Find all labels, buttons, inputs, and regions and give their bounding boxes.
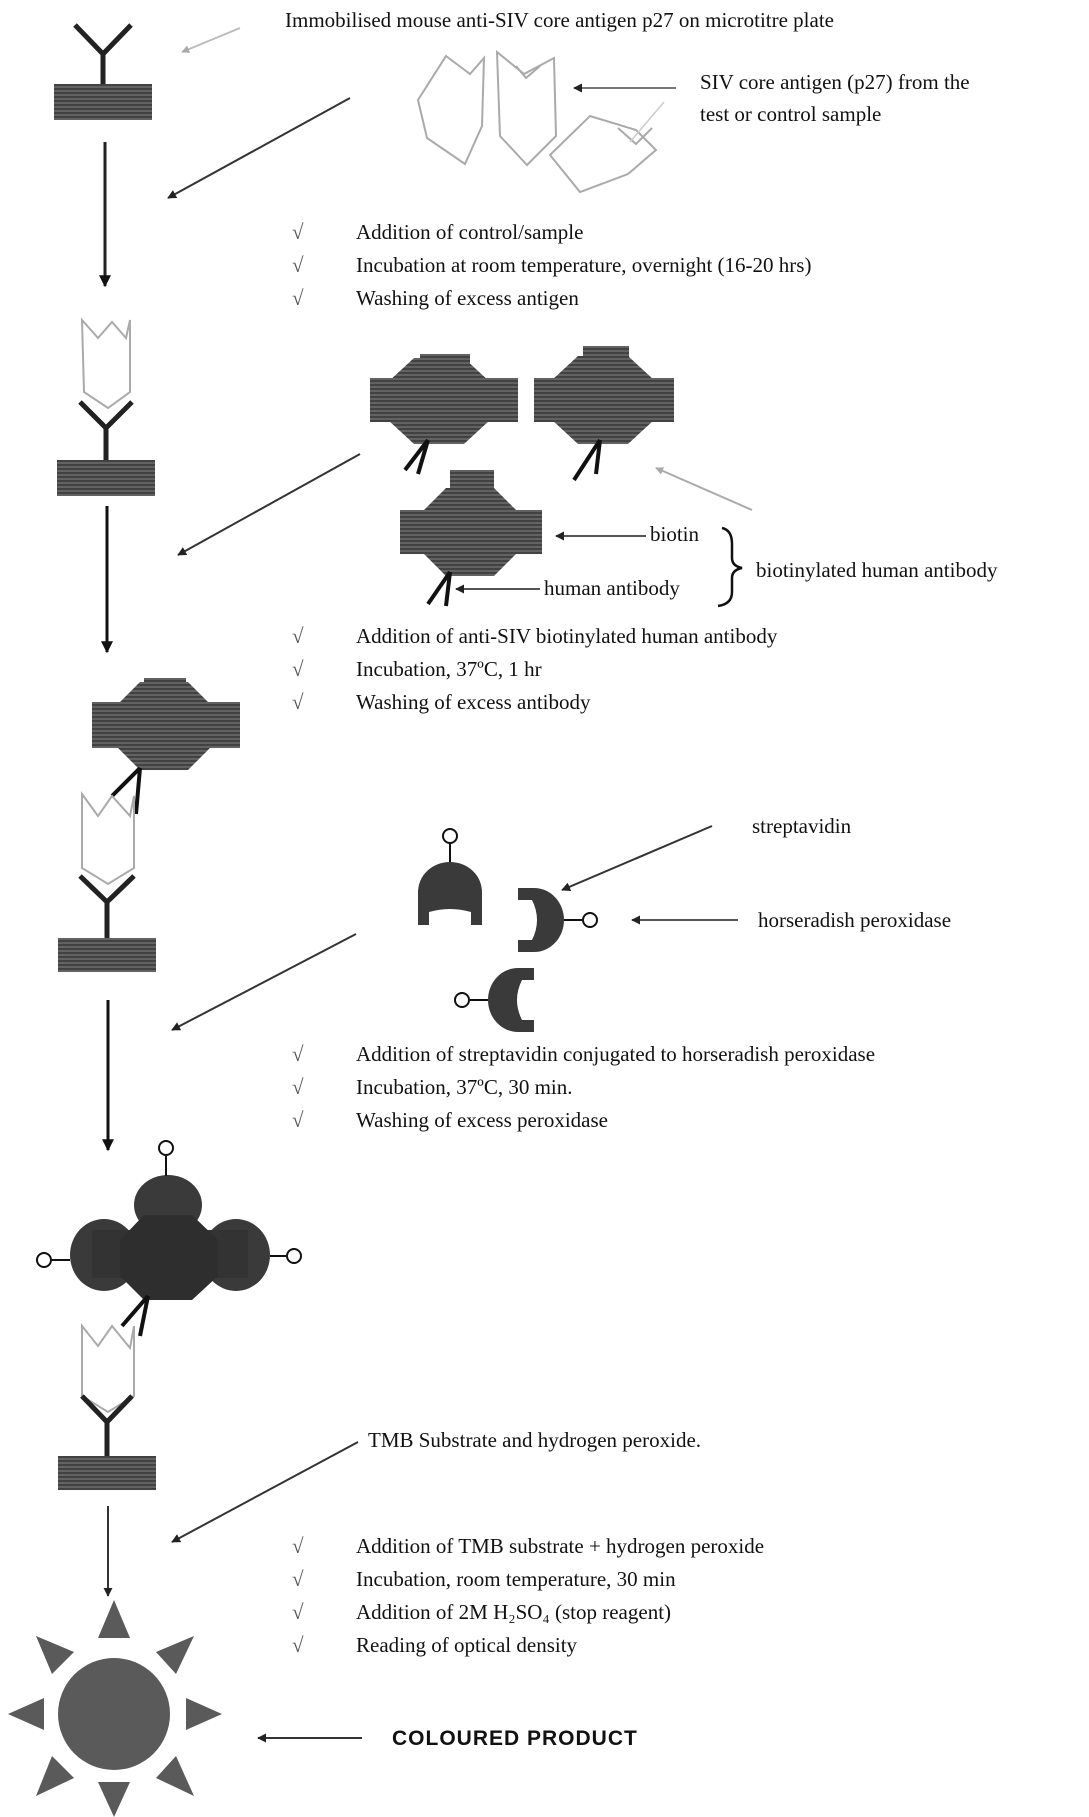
label-human-antibody: human antibody bbox=[544, 576, 680, 600]
stage2-antibody-antigen bbox=[57, 317, 155, 496]
step2-item-3: Washing of excess antibody bbox=[356, 690, 591, 714]
step3-list: √ Addition of streptavidin conjugated to … bbox=[292, 1038, 875, 1137]
tick-icon: √ bbox=[292, 286, 304, 310]
step2-item-1: Addition of anti-SIV biotinylated human … bbox=[356, 624, 778, 648]
tick-icon: √ bbox=[292, 1534, 304, 1558]
tick-icon: √ bbox=[292, 220, 304, 244]
label-horseradish-peroxidase: horseradish peroxidase bbox=[758, 908, 952, 932]
label-siv-antigen-line1: SIV core antigen (p27) from the bbox=[700, 70, 970, 94]
step1-list: √ Addition of control/sample √ Incubation … bbox=[292, 216, 811, 315]
streptavidin-hrp-3 bbox=[454, 968, 534, 1032]
label-biotin: biotin bbox=[650, 522, 700, 546]
step1-item-2: Incubation at room temperature, overnigh… bbox=[356, 253, 812, 277]
tick-icon: √ bbox=[292, 1633, 304, 1657]
streptavidin-hrp-1 bbox=[418, 828, 482, 925]
coloured-product-sun bbox=[8, 1600, 222, 1817]
step4-list: √ Addition of TMB substrate + hydrogen pe… bbox=[292, 1530, 764, 1662]
step4-item-4: Reading of optical density bbox=[356, 1633, 578, 1657]
arrow-tmb bbox=[171, 1441, 359, 1543]
biotinylated-antibody-3 bbox=[400, 470, 542, 607]
pointer-immobilised bbox=[181, 27, 241, 53]
label-immobilised: Immobilised mouse anti-SIV core antigen … bbox=[285, 8, 834, 32]
stage1-capture-antibody bbox=[54, 23, 152, 120]
label-streptavidin: streptavidin bbox=[752, 814, 852, 838]
tick-icon: √ bbox=[292, 1600, 304, 1624]
stage3-sandwich bbox=[58, 678, 240, 972]
siv-antigen-shapes bbox=[416, 49, 658, 194]
label-siv-antigen-line2: test or control sample bbox=[700, 102, 882, 126]
tick-icon: √ bbox=[292, 1042, 304, 1066]
arrow-to-stage3 bbox=[177, 453, 361, 556]
label-tmb: TMB Substrate and hydrogen peroxide. bbox=[368, 1428, 702, 1452]
label-biotinylated-human-antibody: biotinylated human antibody bbox=[756, 558, 998, 582]
streptavidin-hrp-2 bbox=[518, 888, 598, 952]
tick-icon: √ bbox=[292, 1567, 304, 1591]
tick-icon: √ bbox=[292, 624, 304, 648]
step3-item-3: Washing of excess peroxidase bbox=[356, 1108, 608, 1132]
step2-list: √ Addition of anti-SIV biotinylated human… bbox=[292, 620, 777, 719]
step4-item-2: Incubation, room temperature, 30 min bbox=[356, 1567, 676, 1591]
arrow-to-stage2 bbox=[167, 97, 351, 199]
brace bbox=[717, 526, 743, 608]
pointer-antibody-group bbox=[655, 467, 753, 511]
step1-item-3: Washing of excess antigen bbox=[356, 286, 579, 310]
step3-item-2: Incubation, 37ºC, 30 min. bbox=[356, 1075, 573, 1099]
tick-icon: √ bbox=[292, 690, 304, 714]
label-coloured-product: COLOURED PRODUCT bbox=[392, 1727, 638, 1750]
step3-item-1: Addition of streptavidin conjugated to h… bbox=[356, 1042, 876, 1066]
step4-item-1: Addition of TMB substrate + hydrogen per… bbox=[356, 1534, 765, 1558]
tick-icon: √ bbox=[292, 253, 304, 277]
tick-icon: √ bbox=[292, 1108, 304, 1132]
pointer-streptavidin bbox=[561, 825, 713, 891]
arrow-to-stage4 bbox=[171, 933, 357, 1031]
tick-icon: √ bbox=[292, 1075, 304, 1099]
step4-item-3: Addition of 2M H₂SO₄ (stop reagent) bbox=[356, 1600, 672, 1624]
tick-icon: √ bbox=[292, 657, 304, 681]
stage4-enzyme-complex bbox=[36, 1140, 302, 1490]
step2-item-2: Incubation, 37ºC, 1 hr bbox=[356, 657, 542, 681]
biotinylated-antibody-1 bbox=[370, 354, 518, 475]
step1-item-1: Addition of control/sample bbox=[356, 220, 584, 244]
biotinylated-antibody-2 bbox=[534, 346, 674, 482]
